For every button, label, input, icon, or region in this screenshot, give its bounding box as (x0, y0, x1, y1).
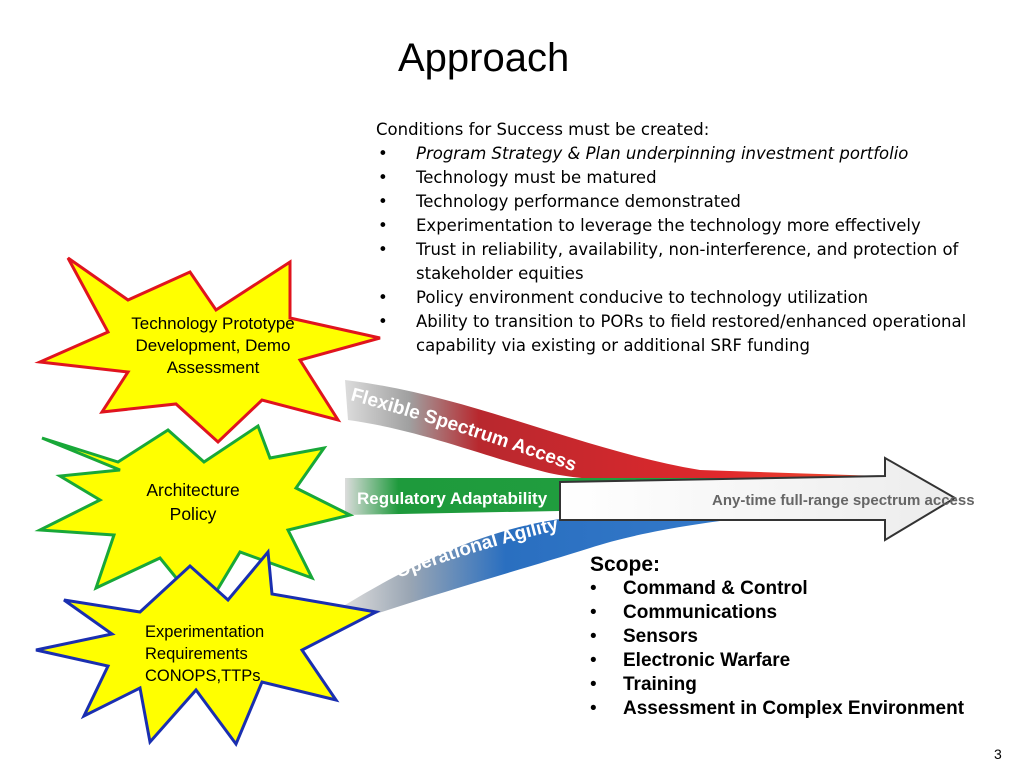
architecture-policy-star (34, 423, 355, 615)
conditions-list: Program Strategy & Plan underpinning inv… (376, 142, 996, 358)
experimentation-label: Experimentation Requirements CONOPS,TTPs (145, 621, 305, 687)
star-label-line: Policy (169, 504, 217, 524)
condition-item: Policy environment conducive to technolo… (376, 286, 996, 310)
scope-item: Sensors (590, 625, 1010, 649)
scope-item: Electronic Warfare (590, 649, 1010, 673)
star-label-line: Technology Prototype (131, 314, 295, 333)
operational-agility-arrow (345, 505, 880, 622)
experimentation-star (35, 548, 381, 748)
star-label-line: Requirements (145, 645, 248, 663)
condition-item: Technology must be matured (376, 166, 996, 190)
scope-heading: Scope: (590, 553, 661, 576)
scope-item: Command & Control (590, 577, 1010, 601)
scope-block: Scope: Command & Control Communications … (590, 553, 1010, 721)
star-label-line: Development, Demo (135, 336, 291, 355)
technology-prototype-star (34, 256, 381, 445)
condition-item: Trust in reliability, availability, non-… (376, 238, 996, 286)
star-label-line: CONOPS,TTPs (145, 667, 261, 685)
condition-item: Program Strategy & Plan underpinning inv… (376, 142, 996, 166)
flexible-spectrum-arrow (345, 380, 880, 482)
conditions-heading: Conditions for Success must be created: (376, 120, 710, 139)
scope-list: Command & Control Communications Sensors… (590, 577, 1010, 721)
slide-title: Approach (398, 36, 570, 80)
scope-item: Assessment in Complex Environment (590, 697, 1010, 721)
technology-prototype-label: Technology Prototype Development, Demo A… (120, 313, 306, 379)
architecture-policy-label: Architecture Policy (138, 478, 248, 526)
star-label-line: Architecture (146, 480, 240, 500)
condition-item: Technology performance demonstrated (376, 190, 996, 214)
star-label-line: Assessment (166, 358, 260, 377)
spectrum-access-arrowhead (559, 456, 957, 542)
condition-item: Ability to transition to PORs to field r… (376, 310, 996, 358)
page-number: 3 (994, 746, 1002, 762)
conditions-block: Conditions for Success must be created: … (376, 118, 996, 358)
scope-item: Communications (590, 601, 1010, 625)
star-label-line: Experimentation (145, 623, 265, 641)
spectrum-access-label: Any-time full-range spectrum access (712, 492, 975, 509)
condition-item: Experimentation to leverage the technolo… (376, 214, 996, 238)
regulatory-adaptability-label: Regulatory Adaptability (357, 489, 548, 508)
scope-item: Training (590, 673, 1010, 697)
